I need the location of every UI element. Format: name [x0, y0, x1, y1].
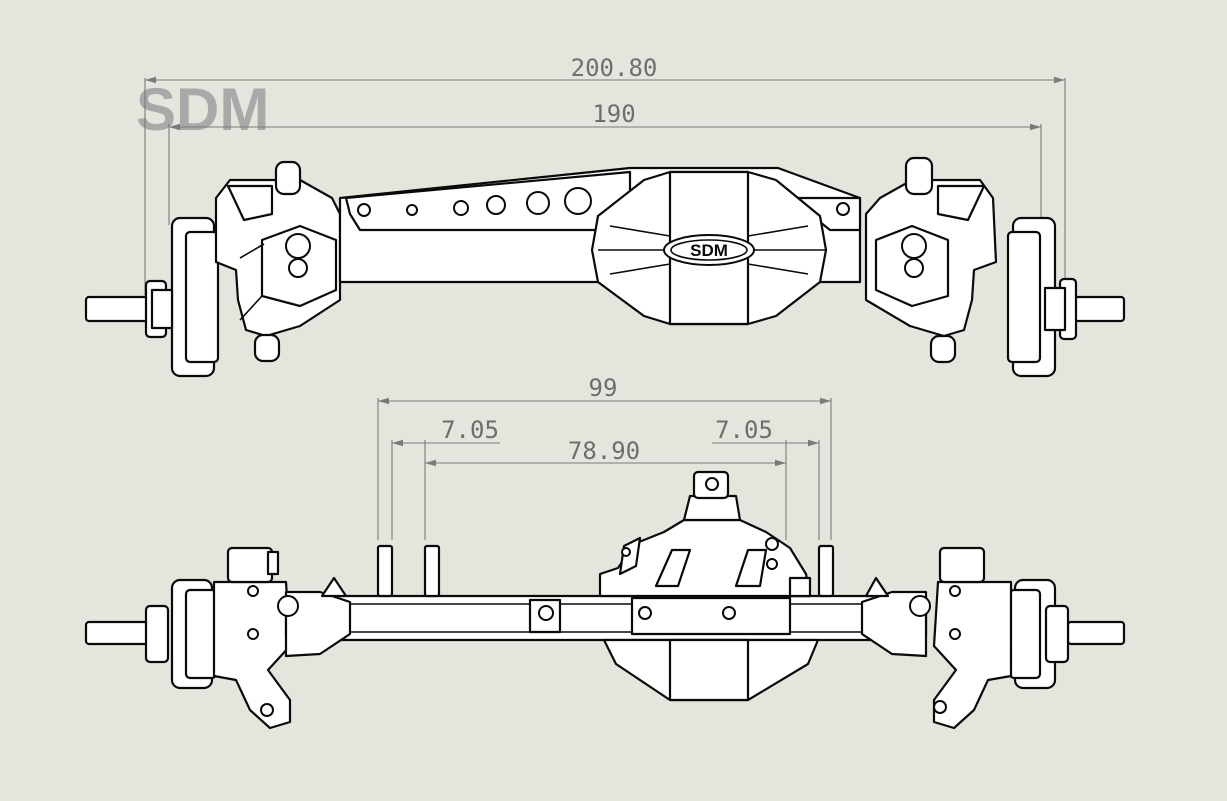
sdm-watermark: SDM: [136, 76, 269, 143]
dimension-hub-width: 190: [168, 100, 1042, 225]
top-view: SDM: [84, 156, 1126, 378]
dimension-overall-width: 200.80: [144, 54, 1066, 300]
dimension-left-offset: 7.05: [391, 416, 500, 540]
dimension-overall-label: 200.80: [571, 54, 658, 82]
housing-logo: SDM: [690, 241, 728, 260]
dimension-right-offset-label: 7.05: [715, 416, 773, 444]
dimension-inner-span: 78.90: [425, 437, 786, 467]
dimension-right-offset: 7.05: [712, 416, 820, 540]
dimension-hub-label: 190: [592, 100, 635, 128]
dimension-link-span: 99: [377, 374, 832, 540]
dimension-link-label: 99: [589, 374, 618, 402]
dimension-inner-label: 78.90: [568, 437, 640, 465]
dimension-left-offset-label: 7.05: [441, 416, 499, 444]
front-view: [84, 470, 1126, 730]
